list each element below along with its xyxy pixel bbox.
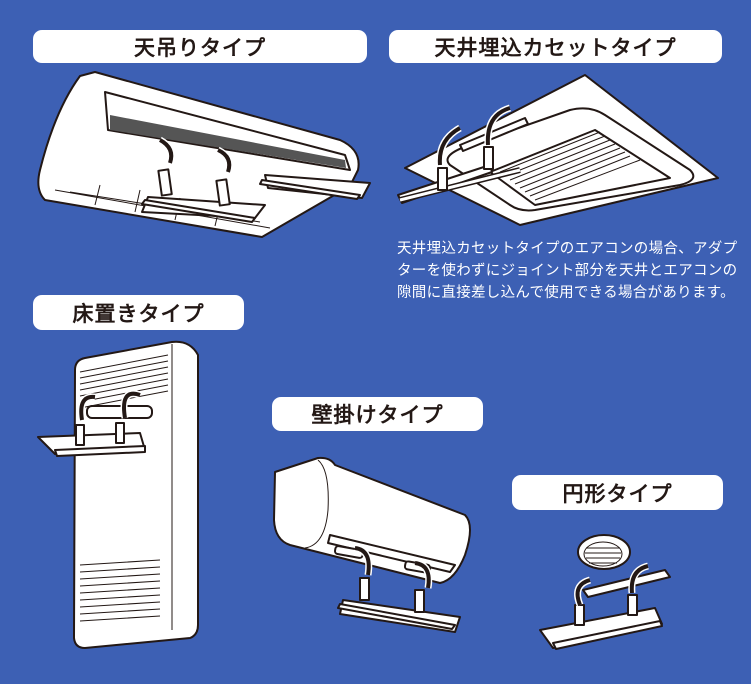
cassette-grille (499, 131, 641, 201)
ceiling-suspended-ac-illustration (37, 71, 371, 238)
label-floor-standing-type: 床置きタイプ (33, 295, 244, 330)
floor-standing-ac-illustration (37, 340, 199, 649)
label-ceiling-cassette-type: 天井埋込カセットタイプ (389, 30, 722, 63)
wall-mounted-ac-illustration (273, 456, 471, 633)
label-wall-mounted-type: 壁掛けタイプ (272, 397, 483, 431)
bottom-grille (79, 559, 161, 622)
ceiling-cassette-ac-illustration (397, 74, 719, 226)
label-ceiling-suspended-type: 天吊りタイプ (33, 30, 367, 63)
top-grille (79, 354, 169, 409)
label-round-type: 円形タイプ (512, 475, 723, 510)
cassette-usage-note: 天井埋込カセットタイプのエアコンの場合、アダプターを使わずにジョイント部分を天井… (397, 241, 738, 301)
round-ac-illustration (539, 534, 671, 650)
